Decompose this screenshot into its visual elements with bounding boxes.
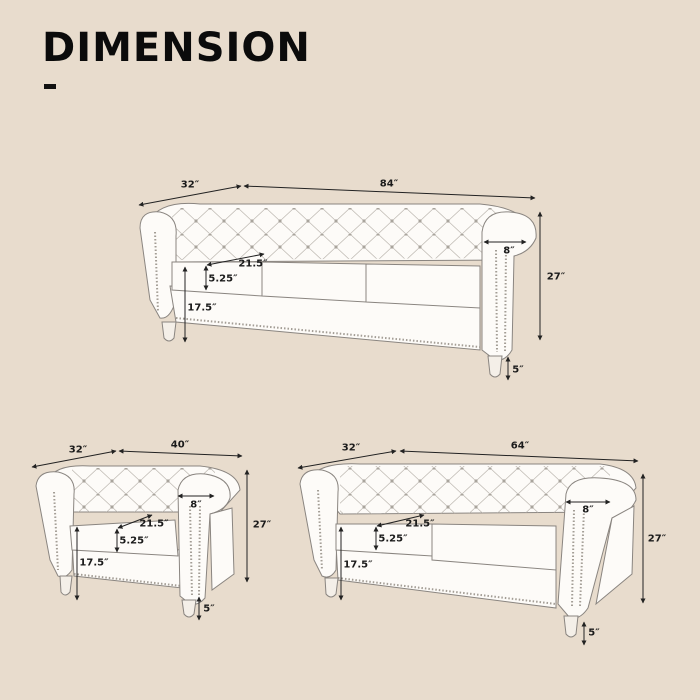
loveseat-arm-width-label: 8″ bbox=[582, 504, 594, 516]
armchair-seat-height-label: 17.5″ bbox=[79, 557, 109, 569]
sofa-width-label: 84″ bbox=[379, 178, 399, 190]
armchair-width-label: 40″ bbox=[170, 439, 190, 451]
sofa-arm-width-label: 8″ bbox=[503, 245, 515, 257]
armchair-drawing bbox=[31, 448, 250, 621]
armchair-leg-height-label: 5″ bbox=[203, 603, 215, 615]
armchair-depth-label: 32″ bbox=[68, 444, 88, 456]
loveseat-seat-depth-label: 21.5″ bbox=[405, 518, 435, 530]
title-underline-mark bbox=[44, 84, 56, 89]
loveseat-drawing bbox=[297, 448, 646, 646]
armchair-height-label: 27″ bbox=[252, 519, 272, 531]
armchair-cushion-thickness-label: 5.25″ bbox=[119, 535, 149, 547]
armchair-seat-depth-label: 21.5″ bbox=[139, 518, 169, 530]
loveseat-width-label: 64″ bbox=[510, 440, 530, 452]
armchair-arm-width-label: 8″ bbox=[190, 499, 202, 511]
sofa-depth-label: 32″ bbox=[180, 179, 200, 191]
loveseat-leg-height-label: 5″ bbox=[588, 627, 600, 639]
page-title: DIMENSION bbox=[42, 25, 311, 71]
loveseat-height-label: 27″ bbox=[647, 533, 667, 545]
loveseat-cushion-thickness-label: 5.25″ bbox=[378, 533, 408, 545]
three-seat-sofa-drawing bbox=[138, 183, 543, 381]
sofa-height-label: 27″ bbox=[546, 271, 566, 283]
sofa-seat-height-label: 17.5″ bbox=[187, 302, 217, 314]
sofa-leg-height-label: 5″ bbox=[512, 364, 524, 376]
loveseat-seat-height-label: 17.5″ bbox=[343, 559, 373, 571]
sofa-seat-depth-label: 21.5″ bbox=[238, 258, 268, 270]
loveseat-depth-label: 32″ bbox=[341, 442, 361, 454]
sofa-cushion-thickness-label: 5.25″ bbox=[208, 273, 238, 285]
